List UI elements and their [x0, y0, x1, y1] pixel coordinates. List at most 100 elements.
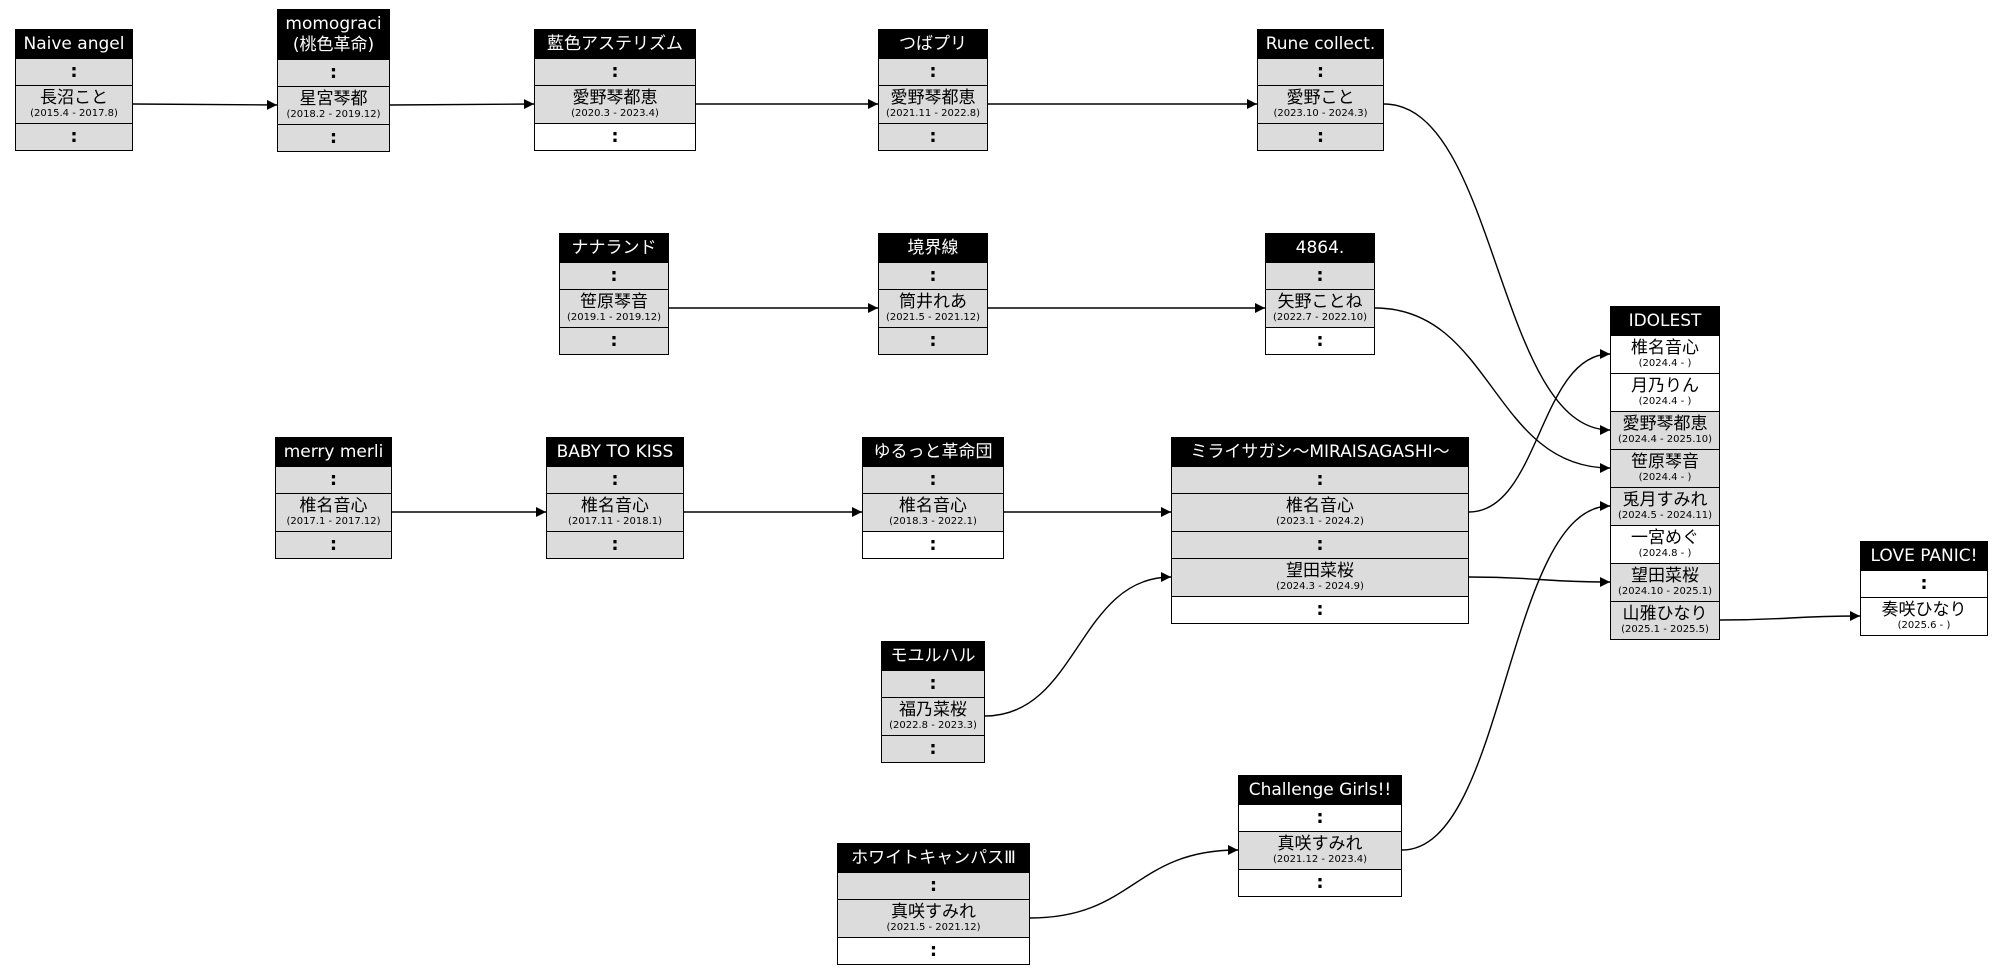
group-node-aiiro: 藍色アステリズム:愛野琴都恵(2020.3 - 2023.4): — [534, 29, 696, 151]
group-title: モユルハル — [882, 642, 984, 670]
member-period: (2023.1 - 2024.2) — [1276, 516, 1364, 527]
ellipsis-row: : — [547, 466, 683, 493]
ellipsis-row: : — [882, 735, 984, 762]
group-title-line: BABY TO KISS — [556, 442, 674, 462]
member-period: (2018.2 - 2019.12) — [286, 109, 381, 120]
ellipsis-row: : — [863, 466, 1003, 493]
member-period: (2024.3 - 2024.9) — [1276, 581, 1364, 592]
group-title-line: 4864. — [1295, 238, 1345, 258]
member-name: 望田菜桜 — [1631, 566, 1699, 586]
member-period: (2024.10 - 2025.1) — [1617, 586, 1713, 597]
member-row: 奏咲ひなり(2025.6 - ) — [1861, 597, 1987, 635]
member-row: 真咲すみれ(2021.5 - 2021.12) — [838, 899, 1029, 937]
member-row: 椎名音心(2017.11 - 2018.1) — [547, 493, 683, 531]
ellipsis-row: : — [882, 670, 984, 697]
member-name: 真咲すみれ — [1277, 834, 1363, 854]
ellipsis-row: : — [560, 327, 668, 354]
ellipsis-row: : — [1239, 869, 1401, 896]
group-title-line: IDOLEST — [1628, 311, 1702, 331]
group-title: 藍色アステリズム — [535, 30, 695, 58]
ellipsis-row: : — [1266, 327, 1374, 354]
group-title: つばプリ — [879, 30, 987, 58]
group-title: 4864. — [1266, 234, 1374, 262]
member-period: (2025.1 - 2025.5) — [1621, 624, 1709, 635]
group-node-lovepanic: LOVE PANIC!:奏咲ひなり(2025.6 - ) — [1860, 541, 1988, 636]
member-period: (2021.5 - 2021.12) — [886, 922, 981, 933]
transition-arrow — [132, 99, 278, 110]
group-title: LOVE PANIC! — [1861, 542, 1987, 570]
group-title-line: ミライサガシ〜MIRAISAGASHI〜 — [1190, 442, 1450, 462]
ellipsis-row: : — [1258, 123, 1383, 150]
member-row: 福乃菜桜(2022.8 - 2023.3) — [882, 697, 984, 735]
member-name: 月乃りん — [1631, 376, 1699, 396]
group-title: BABY TO KISS — [547, 438, 683, 466]
transition-arrow — [1383, 103, 1611, 435]
member-name: 愛野こと — [1286, 88, 1355, 108]
group-title-line: LOVE PANIC! — [1870, 546, 1978, 566]
member-period: (2024.4 - ) — [1638, 396, 1692, 407]
member-row: 兎月すみれ(2024.5 - 2024.11) — [1611, 487, 1719, 525]
ellipsis-row: : — [879, 262, 987, 289]
member-name: 奏咲ひなり — [1881, 600, 1967, 620]
ellipsis-row: : — [535, 123, 695, 150]
member-row: 愛野こと(2023.10 - 2024.3) — [1258, 85, 1383, 123]
member-row: 笹原琴音(2024.4 - ) — [1611, 449, 1719, 487]
member-period: (2024.4 - 2025.10) — [1617, 434, 1713, 445]
group-node-miraisagashi: ミライサガシ〜MIRAISAGASHI〜: 椎名音心(2023.1 - 2024.… — [1171, 437, 1469, 624]
member-period: (2017.11 - 2018.1) — [567, 516, 663, 527]
member-period: (2019.1 - 2019.12) — [566, 312, 662, 323]
transition-arrow — [1401, 501, 1611, 851]
ellipsis-row: : — [1861, 570, 1987, 597]
member-period: (2024.5 - 2024.11) — [1617, 510, 1713, 521]
member-period: (2020.3 - 2023.4) — [571, 108, 659, 119]
member-row: 愛野琴都恵(2020.3 - 2023.4) — [535, 85, 695, 123]
member-name: 笹原琴音 — [580, 292, 648, 312]
member-name: 長沼こと — [40, 88, 108, 108]
group-title-line: Rune collect. — [1265, 34, 1376, 54]
transition-arrow — [1374, 307, 1611, 473]
member-name: 笹原琴音 — [1631, 452, 1699, 472]
group-title: momograci(桃色革命) — [278, 10, 389, 59]
transition-arrow — [1719, 611, 1861, 622]
member-row: 矢野ことね(2022.7 - 2022.10) — [1266, 289, 1374, 327]
group-title-line: merry merli — [283, 442, 384, 462]
group-title: IDOLEST — [1611, 307, 1719, 335]
member-period: (2021.5 - 2021.12) — [885, 312, 981, 323]
ellipsis-row: : — [879, 123, 987, 150]
group-title: ゆるっと革命団 — [863, 438, 1003, 466]
member-row: 長沼こと(2015.4 - 2017.8) — [16, 85, 132, 123]
member-period: (2017.1 - 2017.12) — [286, 516, 381, 527]
member-row: 椎名音心(2017.1 - 2017.12) — [276, 493, 391, 531]
ellipsis-row: : — [535, 58, 695, 85]
ellipsis-row: : — [1172, 596, 1468, 623]
member-row: 椎名音心(2024.4 - ) — [1611, 335, 1719, 373]
member-name: 椎名音心 — [299, 496, 368, 516]
group-node-kyokaisen: 境界線:筒井れあ(2021.5 - 2021.12): — [878, 233, 988, 355]
member-period: (2021.12 - 2023.4) — [1272, 854, 1368, 865]
ellipsis-row: : — [278, 124, 389, 151]
member-name: 愛野琴都恵 — [1622, 414, 1708, 434]
ellipsis-row: : — [879, 327, 987, 354]
member-row: 筒井れあ(2021.5 - 2021.12) — [879, 289, 987, 327]
transition-arrow — [1029, 845, 1239, 919]
transition-arrow — [389, 99, 535, 110]
member-name: 一宮めぐ — [1631, 528, 1699, 548]
group-node-babytokiss: BABY TO KISS:椎名音心(2017.11 - 2018.1): — [546, 437, 684, 559]
member-name: 真咲すみれ — [891, 902, 976, 922]
member-name: 椎名音心 — [1286, 496, 1354, 516]
member-period: (2022.8 - 2023.3) — [889, 720, 977, 731]
group-node-yurutto: ゆるっと革命団:椎名音心(2018.3 - 2022.1): — [862, 437, 1004, 559]
group-node-naive-angel: Naive angel:長沼こと(2015.4 - 2017.8): — [15, 29, 133, 151]
group-node-g4864: 4864.:矢野ことね(2022.7 - 2022.10): — [1265, 233, 1375, 355]
ellipsis-row: : — [276, 531, 391, 558]
member-row: 望田菜桜(2024.3 - 2024.9) — [1172, 558, 1468, 596]
member-row: 笹原琴音(2019.1 - 2019.12) — [560, 289, 668, 327]
member-period: (2015.4 - 2017.8) — [30, 108, 118, 119]
group-title-line: (桃色革命) — [292, 35, 375, 55]
group-title: ホワイトキャンパスⅢ — [838, 844, 1029, 872]
group-node-momograci: momograci(桃色革命):星宮琴都(2018.2 - 2019.12): — [277, 9, 390, 152]
member-name: 福乃菜桜 — [899, 700, 967, 720]
group-title-line: momograci — [285, 14, 382, 34]
